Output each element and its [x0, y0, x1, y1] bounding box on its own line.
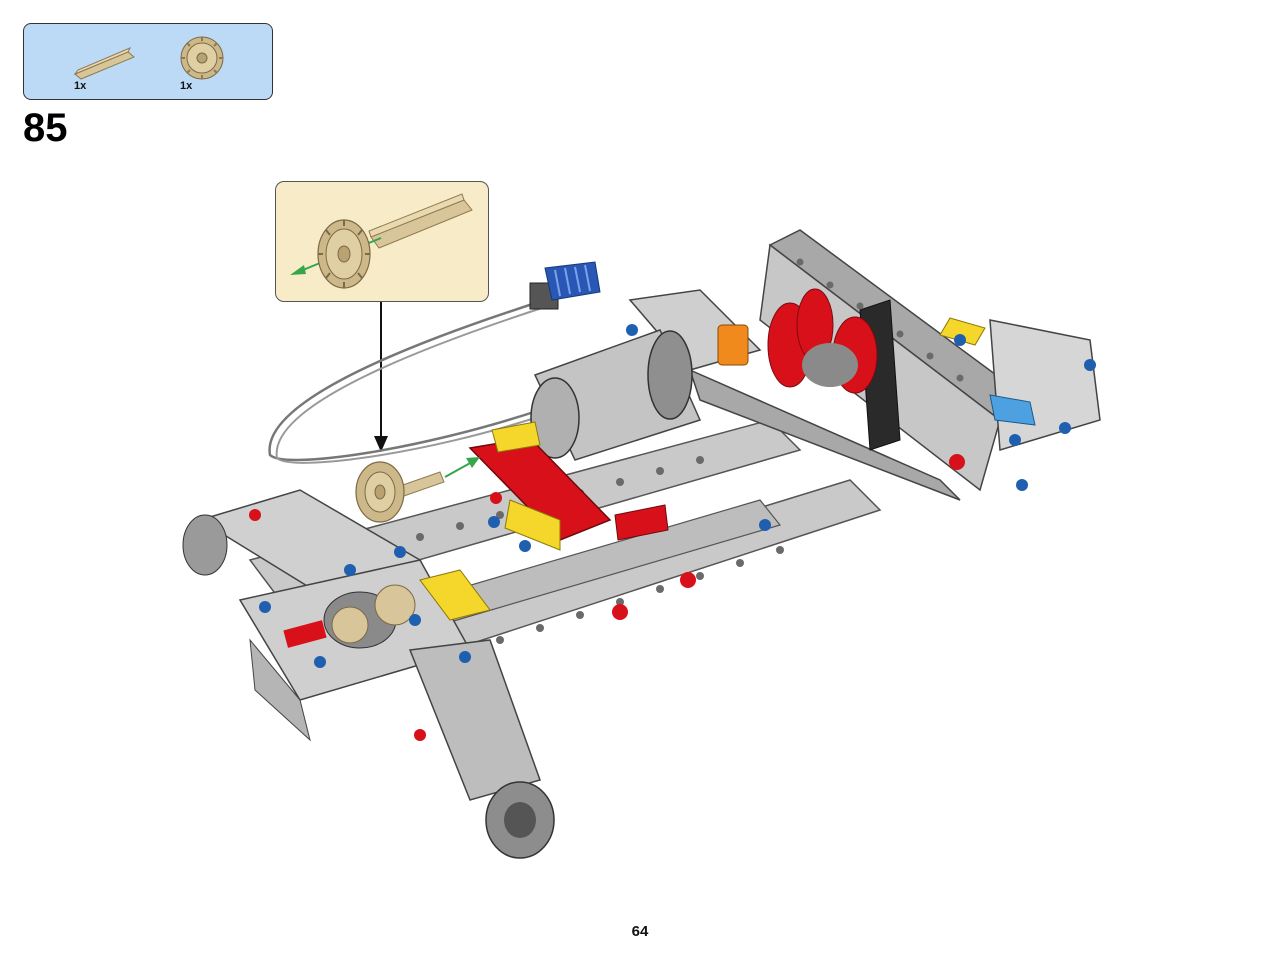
- part-quantity: 1x: [180, 80, 193, 92]
- gear-24-tooth-tan-icon: [180, 36, 224, 80]
- part-gear: [176, 32, 228, 89]
- motor-cable: [268, 261, 601, 464]
- colored-liftarms: [419, 421, 965, 621]
- front-axle-frame: [182, 489, 555, 859]
- gear-being-added: [355, 461, 445, 523]
- parts-list-box: 1x 1x: [23, 23, 273, 100]
- callout-pointer-arrow: [374, 302, 388, 452]
- gearbox-frame: [626, 229, 1101, 501]
- subassembly-callout: [275, 181, 489, 302]
- step-number: 85: [23, 106, 68, 150]
- axle-tan-icon: [73, 47, 135, 80]
- page-number: 64: [631, 923, 649, 940]
- part-axle: [70, 40, 140, 87]
- part-quantity: 1x: [74, 80, 87, 92]
- gear-on-axle-icon: [290, 193, 473, 289]
- motor: [530, 329, 702, 461]
- insert-direction-arrow: [444, 457, 480, 478]
